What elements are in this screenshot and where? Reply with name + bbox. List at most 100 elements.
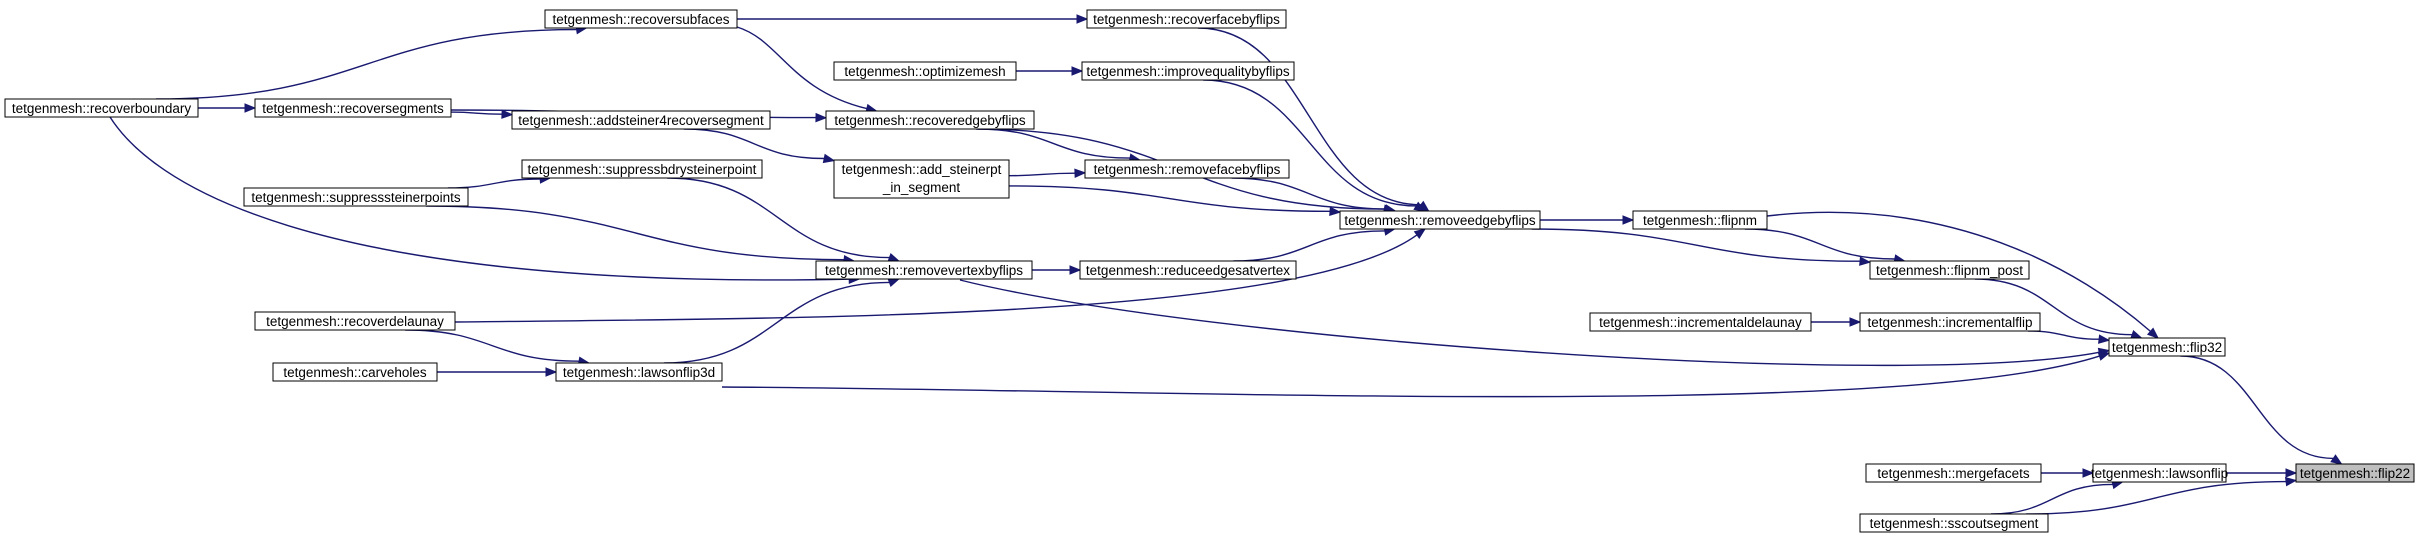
- node-suppresssteinerpoints[interactable]: tetgenmesh::suppresssteinerpoints: [243, 187, 469, 207]
- edge-line: [1531, 228, 1861, 262]
- edge-line: [156, 28, 577, 100]
- node-label: tetgenmesh::removeedgebyflips: [1344, 213, 1536, 228]
- edge-arrowhead: [2082, 468, 2095, 478]
- node-recoversubfaces[interactable]: tetgenmesh::recoversubfaces: [544, 9, 738, 29]
- node-box: [1339, 210, 1541, 230]
- edge-recoverdelaunay-to-lawsonflip3d: [405, 329, 591, 366]
- edge-arrowhead: [2285, 468, 2298, 478]
- edge-line: [2180, 355, 2334, 460]
- edge-recoverfacebyflips-to-removeedgebyflips: [1197, 27, 1430, 212]
- node-box: [815, 260, 1033, 280]
- node-flipnm[interactable]: tetgenmesh::flipnm: [1632, 210, 1768, 230]
- node-incrementaldelaunay[interactable]: tetgenmesh::incrementaldelaunay: [1589, 312, 1812, 332]
- edge-arrowhead: [1859, 256, 1872, 266]
- node-box: [2108, 337, 2226, 357]
- edge-arrowhead: [2284, 476, 2298, 487]
- node-removeedgebyflips[interactable]: tetgenmesh::removeedgebyflips: [1339, 210, 1541, 230]
- edge-line: [405, 329, 580, 362]
- node-box: [1869, 260, 2030, 280]
- node-reduceedgesatvertex[interactable]: tetgenmesh::reduceedgesatvertex: [1079, 260, 1297, 280]
- node-label: tetgenmesh::flip32: [2112, 340, 2222, 355]
- node-box: [1859, 513, 2049, 533]
- node-recoverfacebyflips[interactable]: tetgenmesh::recoverfacebyflips: [1086, 9, 1287, 29]
- node-recoverboundary[interactable]: tetgenmesh::recoverboundary: [4, 98, 199, 118]
- edge-line: [959, 279, 2100, 367]
- edge-line: [977, 128, 1131, 159]
- edge-flip32-to-flip22: [2180, 355, 2343, 465]
- node-mergefacets[interactable]: tetgenmesh::mergefacets: [1865, 463, 2042, 483]
- node-label: tetgenmesh::recoverboundary: [12, 101, 192, 116]
- node-box: [243, 187, 469, 207]
- node-label: tetgenmesh::flipnm_post: [1876, 263, 2023, 278]
- node-box: [1859, 312, 2041, 332]
- node-flipnm-post[interactable]: tetgenmesh::flipnm_post: [1869, 260, 2030, 280]
- node-improvequalitybyflips[interactable]: tetgenmesh::improvequalitybyflips: [1081, 61, 1295, 81]
- node-box: [2092, 463, 2227, 483]
- node-box: [555, 362, 723, 382]
- node-box: [254, 98, 452, 118]
- edge-arrowhead: [244, 103, 257, 113]
- node-flip22[interactable]: tetgenmesh::flip22: [2295, 463, 2415, 483]
- node-box: [1081, 61, 1295, 81]
- node-add-steinerpt-in-segment[interactable]: tetgenmesh::add_steinerpt_in_segment: [833, 159, 1010, 199]
- node-optimizemesh[interactable]: tetgenmesh::optimizemesh: [833, 61, 1017, 81]
- node-label: tetgenmesh::mergefacets: [1877, 466, 2030, 481]
- edge-flipnm-to-flipnm_post: [1744, 228, 1906, 264]
- edge-line: [2028, 330, 2100, 340]
- edge-add_steinerpt_in_segment-to-removefacebyflips: [1008, 168, 1087, 178]
- node-box: [1086, 9, 1287, 29]
- node-addsteiner4recoversegment[interactable]: tetgenmesh::addsteiner4recoversegment: [511, 110, 771, 130]
- edge-arrowhead: [1413, 201, 1426, 212]
- edge-line: [450, 111, 503, 115]
- node-box: [511, 110, 771, 130]
- node-removefacebyflips[interactable]: tetgenmesh::removefacebyflips: [1084, 159, 1290, 179]
- node-sscoutsegment[interactable]: tetgenmesh::sscoutsegment: [1859, 513, 2049, 533]
- node-label: tetgenmesh::lawsonflip: [2091, 466, 2228, 481]
- node-recoversegments[interactable]: tetgenmesh::recoversegments: [254, 98, 452, 118]
- edge-recoverboundary-to-recoversubfaces: [156, 25, 588, 100]
- node-box: [1079, 260, 1297, 280]
- edge-recoverboundary-to-removevertexbyflips: [109, 116, 861, 284]
- edge-recoverdelaunay-to-removeedgebyflips: [454, 228, 1427, 323]
- edge-arrowhead: [1849, 317, 1862, 327]
- node-label: tetgenmesh::lawsonflip3d: [563, 365, 715, 380]
- edge-optimizemesh-to-improvequalitybyflips: [1016, 66, 1084, 76]
- edge-line: [425, 205, 845, 261]
- edge-arrowhead: [2146, 327, 2160, 339]
- node-lawsonflip3d[interactable]: tetgenmesh::lawsonflip3d: [555, 362, 723, 382]
- edge-arrowhead: [501, 109, 514, 119]
- edge-suppresssteinerpoints-to-removevertexbyflips: [425, 205, 856, 265]
- node-recoverdelaunay[interactable]: tetgenmesh::recoverdelaunay: [254, 311, 456, 331]
- node-removevertexbyflips[interactable]: tetgenmesh::removevertexbyflips: [815, 260, 1033, 280]
- node-flip32[interactable]: tetgenmesh::flip32: [2108, 337, 2226, 357]
- edge-recoversegments-to-addsteiner4recoversegment: [450, 109, 514, 119]
- edge-arrowhead: [545, 367, 558, 377]
- node-incrementalflip[interactable]: tetgenmesh::incrementalflip: [1859, 312, 2041, 332]
- node-suppressbdrysteinerpoint[interactable]: tetgenmesh::suppressbdrysteinerpoint: [521, 159, 763, 179]
- edge-line: [1203, 79, 1417, 207]
- edge-recoversubfaces-to-recoverfacebyflips: [737, 14, 1089, 24]
- edge-line: [454, 234, 1418, 323]
- edge-arrowhead: [1329, 206, 1342, 216]
- node-label: tetgenmesh::removevertexbyflips: [825, 263, 1023, 278]
- node-label: tetgenmesh::optimizemesh: [844, 64, 1005, 79]
- edge-line: [2026, 480, 2287, 515]
- node-box: [2295, 463, 2415, 483]
- edge-line: [109, 116, 850, 281]
- edge-sscoutsegment-to-flip22: [2026, 476, 2298, 515]
- node-lawsonflip[interactable]: tetgenmesh::lawsonflip: [2091, 463, 2228, 483]
- edge-line: [1744, 228, 1895, 260]
- edge-arrowhead: [2097, 351, 2111, 361]
- edge-line: [1233, 230, 1385, 262]
- node-recoveredgebyflips[interactable]: tetgenmesh::recoveredgebyflips: [825, 110, 1035, 130]
- node-label: tetgenmesh::addsteiner4recoversegment: [518, 113, 764, 128]
- edge-line: [667, 177, 890, 259]
- node-carveholes[interactable]: tetgenmesh::carveholes: [272, 362, 438, 382]
- node-box: [272, 362, 438, 382]
- edge-arrowhead: [2098, 334, 2111, 344]
- edge-line: [1008, 172, 1076, 177]
- node-label: tetgenmesh::carveholes: [283, 365, 427, 380]
- node-box: [833, 159, 1010, 199]
- edge-line: [721, 355, 2100, 398]
